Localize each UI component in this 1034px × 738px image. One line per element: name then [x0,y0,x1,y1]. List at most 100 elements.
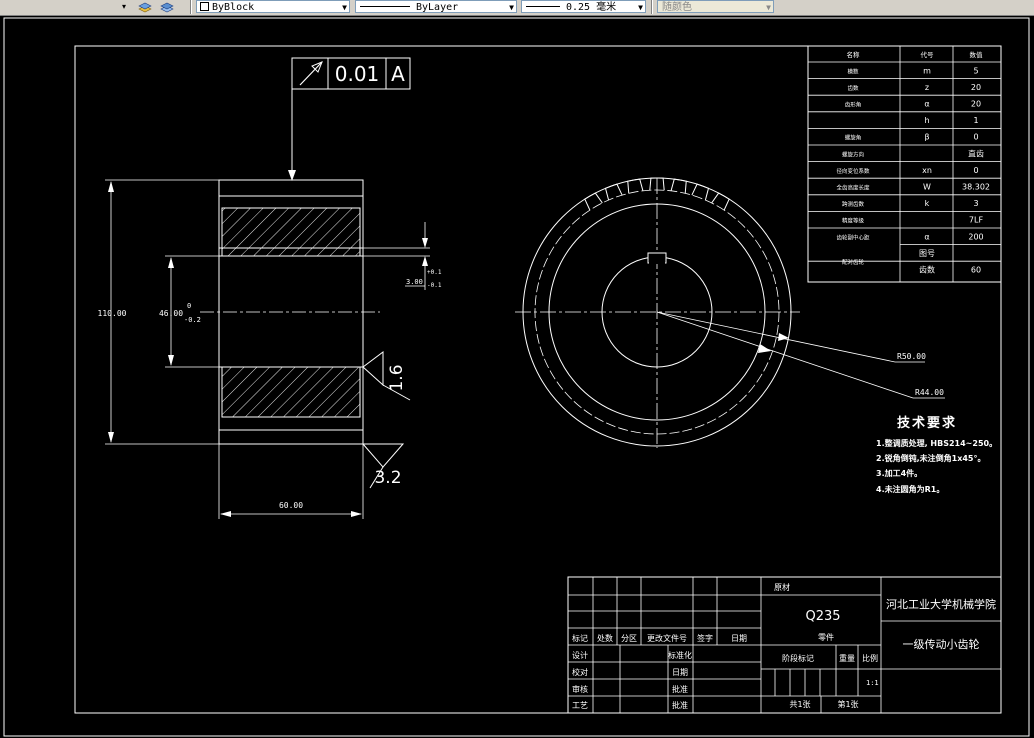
param-cell: k [925,199,930,208]
rev-header: 标记 [572,633,588,643]
param-cell: 3 [973,199,978,208]
gear-tooth [711,192,730,211]
param-cell: 38.302 [962,183,990,192]
front-view-gear[interactable]: R50.00 R44.00 [515,177,945,448]
color-control-dropdown[interactable]: ByBlock ▼ [196,0,350,13]
param-cell: 齿数 [847,84,859,92]
param-cell: 1 [973,116,978,125]
param-cell: 图号 [919,249,935,258]
param-cell: 精度等级 [842,217,865,225]
gear-tooth [584,192,603,211]
layer-dropdown-arrow[interactable]: ▾ [122,2,127,11]
bore-tol-lower: -0.2 [184,316,201,324]
chevron-down-icon: ▼ [766,3,771,12]
hatch-lower [221,366,361,418]
param-cell: α [924,232,929,241]
sheet-outer-border [3,17,1030,737]
param-cell: 直齿 [968,148,984,158]
sheet-total: 共1张 [789,700,810,709]
tolerance-datum: A [391,62,405,86]
roughness-bore-value: 1.6 [387,364,407,391]
stage-header: 阶段标记 [782,653,814,663]
radius-inner-label: R44.00 [915,388,944,397]
param-cell: z [925,83,929,92]
param-cell: 5 [973,66,978,75]
role-review: 审核 [572,684,588,694]
circular-runout-icon [299,61,323,86]
linetype-control-dropdown[interactable]: ByLayer ▼ [355,0,517,13]
section-view[interactable]: 110.00 46.00 0 -0.2 3.00 +0.1 -0.1 60.00 [98,179,442,519]
tech-req-item: 1.整调质处理, HBS214~250。 [876,438,997,448]
geometric-tolerance-frame[interactable]: 0.01 A [288,57,411,181]
param-cell: h [924,116,929,125]
chevron-down-icon: ▼ [509,3,514,12]
linetype-preview-icon [360,6,410,7]
gear-tooth [627,178,644,194]
param-cell: 20 [971,100,981,109]
param-cell: 200 [968,232,983,241]
keyway-tol-lower: -0.1 [427,282,442,289]
school-name: 河北工业大学机械学院 [886,597,996,611]
param-header-name: 名称 [847,50,861,59]
role-check: 校对 [572,667,588,677]
layer-previous-icon[interactable] [160,1,174,13]
technical-requirements: 技术要求 1.整调质处理, HBS214~250。 2.锐角倒钝,未注倒角1x4… [876,415,997,494]
roughness-face-value: 3.2 [374,468,401,488]
tech-req-item: 2.锐角倒钝,未注倒角1x45°。 [876,453,986,463]
gear-tooth [691,183,710,201]
part-label: 零件 [818,632,834,642]
lineweight-value: 0.25 毫米 [566,2,617,13]
rev-header: 签字 [697,633,713,643]
role-standard: 标准化 [668,650,692,660]
param-cell: 0 [973,166,978,175]
param-cell: 齿数 [919,265,935,275]
drawing-canvas[interactable]: 0.01 A 110.00 46.00 0 - [0,16,1034,738]
plotstyle-value: 随颜色 [662,2,692,13]
dim-bore: 46.00 [159,309,183,318]
tech-req-item: 3.加工4件。 [876,468,922,478]
gear-tooth [649,177,665,191]
role-approve: 批准 [672,684,688,694]
material-label: 原材 [774,582,790,592]
param-cell: m [923,66,931,75]
param-cell: 螺旋方向 [842,150,864,158]
keyway-tol-upper: +0.1 [427,269,442,276]
param-cell: 跨测齿数 [842,200,865,208]
stage-header: 比例 [862,653,878,663]
radius-outer-label: R50.00 [897,352,926,361]
tolerance-value: 0.01 [335,62,380,86]
lineweight-control-dropdown[interactable]: 0.25 毫米 ▼ [521,0,646,13]
roughness-symbol-bore: 1.6 [362,351,411,401]
role-date: 日期 [672,668,688,677]
role-process: 工艺 [572,701,588,710]
rev-header: 更改文件号 [647,633,687,643]
dim-width: 60.00 [279,501,303,510]
sheet-number: 第1张 [837,699,858,709]
toolbar-separator [190,0,192,14]
role-design: 设计 [572,650,588,660]
param-header-code: 代号 [921,50,935,59]
color-value: ByBlock [212,2,255,13]
material-value: Q235 [805,609,840,624]
param-cell: W [923,183,931,192]
param-header-value: 数值 [970,50,984,59]
gear-teeth [584,177,730,211]
dim-height: 110.00 [98,309,127,318]
dim-keyway: 3.00 [406,278,423,286]
gear-tooth [670,178,687,194]
param-cell: 0 [973,133,978,142]
lineweight-preview-icon [526,6,560,7]
linetype-value: ByLayer [416,2,459,13]
tech-req-item: 4.未注圆角为R1。 [876,484,944,494]
param-cell: 径向变位系数 [836,167,870,175]
gear-tooth [604,183,623,201]
param-cell: 60 [971,266,981,275]
layer-state-icon[interactable] [138,1,152,13]
properties-toolbar: ▾ ByBlock ▼ ByLayer ▼ 0.25 毫米 ▼ 随颜色 ▼ [0,0,1034,16]
param-cell: 螺旋角 [845,134,862,142]
plotstyle-control-dropdown[interactable]: 随颜色 ▼ [657,0,774,13]
rev-header: 日期 [731,634,747,643]
param-cell: 配对齿轮 [842,258,865,266]
part-name: 一级传动小齿轮 [903,637,980,651]
